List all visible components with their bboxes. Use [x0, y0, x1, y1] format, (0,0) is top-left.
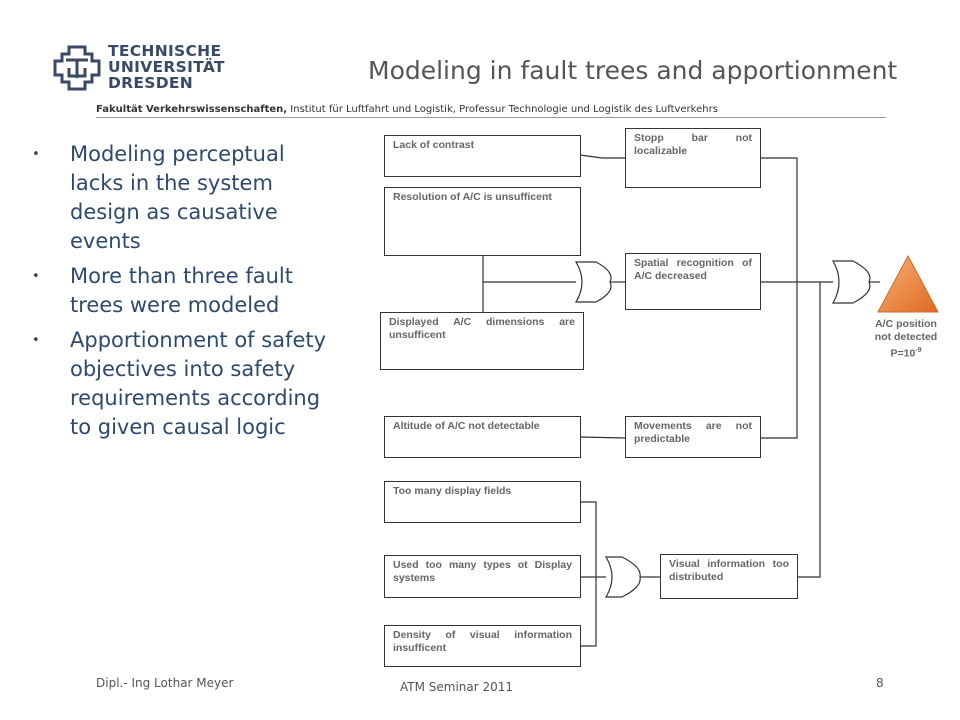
page-title: Modeling in fault trees and apportionmen… [368, 56, 898, 85]
bullet-text: Apportionment of safety objectives into … [70, 328, 327, 439]
footer-author: Dipl.- Ing Lothar Meyer [96, 676, 234, 690]
event-stopp-bar: Stopp bar not localizable [625, 128, 761, 188]
bullet-dot-icon: • [32, 269, 40, 284]
event-density: Density of visual information insufficen… [384, 625, 581, 667]
event-label: Displayed A/C dimensions are unsufficent [389, 316, 575, 341]
top-event-triangle-icon [877, 254, 939, 313]
event-visual-information: Visual information too distributed [660, 554, 798, 599]
or-gate-icon [831, 260, 871, 304]
footer-event: ATM Seminar 2011 [400, 680, 514, 694]
event-label: Spatial recognition of A/C decreased [634, 257, 752, 282]
event-resolution: Resolution of A/C is unsufficent [384, 187, 581, 256]
event-label: Stopp bar not localizable [634, 132, 752, 157]
bullet-item: • Apportionment of safety objectives into… [30, 326, 330, 442]
bullet-item: • Modeling perceptual lacks in the system… [30, 140, 330, 256]
event-altitude: Altitude of A/C not detectable [384, 416, 581, 458]
top-event-probability: P=10-9 [852, 344, 960, 361]
bullet-text: Modeling perceptual lacks in the system … [70, 142, 285, 253]
event-label: Too many display fields [393, 485, 512, 497]
or-gate-icon [604, 556, 641, 598]
event-lack-of-contrast: Lack of contrast [384, 135, 581, 177]
logo-line: TECHNISCHE [108, 42, 222, 60]
event-label: Movements are not predictable [634, 420, 752, 445]
event-displayed-dimensions: Displayed A/C dimensions are unsufficent [380, 312, 584, 370]
bullet-dot-icon: • [32, 147, 40, 162]
header-divider [96, 117, 886, 118]
event-too-many-fields: Too many display fields [384, 481, 581, 523]
page-number: 8 [876, 676, 884, 690]
event-too-many-types: Used too many types ot Display systems [384, 555, 581, 598]
probability-base: P=10 [890, 347, 916, 360]
logo-text: TECHNISCHE UNIVERSITÄT DRESDEN [108, 43, 225, 91]
bullet-dot-icon: • [32, 333, 40, 348]
probability-exponent: -9 [915, 347, 922, 354]
event-label: Lack of contrast [393, 139, 475, 151]
bullet-list: • Modeling perceptual lacks in the system… [30, 140, 330, 448]
logo-line: DRESDEN [108, 74, 194, 92]
event-spatial-recognition: Spatial recognition of A/C decreased [625, 253, 761, 310]
logo-line: UNIVERSITÄT [108, 58, 225, 76]
faculty-name: Fakultät Verkehrswissenschaften, [96, 104, 288, 115]
event-label: Resolution of A/C is unsufficent [393, 191, 552, 203]
event-label: Altitude of A/C not detectable [393, 420, 540, 432]
faculty-line: Fakultät Verkehrswissenschaften, Institu… [96, 104, 718, 115]
top-event-line: A/C position [875, 318, 937, 330]
top-event-label: A/C position not detected P=10-9 [852, 318, 960, 361]
bullet-text: More than three fault trees were modeled [70, 264, 294, 317]
event-label: Used too many types ot Display systems [393, 559, 572, 584]
tu-dresden-logo-icon [53, 45, 101, 91]
event-movements: Movements are not predictable [625, 416, 761, 458]
event-label: Visual information too distributed [669, 558, 789, 583]
institute-name: Institut für Luftfahrt und Logistik, Pro… [287, 104, 718, 115]
or-gate-icon [574, 261, 612, 303]
event-label: Density of visual information insufficen… [393, 629, 572, 654]
bullet-item: • More than three fault trees were modele… [30, 262, 330, 320]
top-event-line: not detected [874, 331, 938, 343]
